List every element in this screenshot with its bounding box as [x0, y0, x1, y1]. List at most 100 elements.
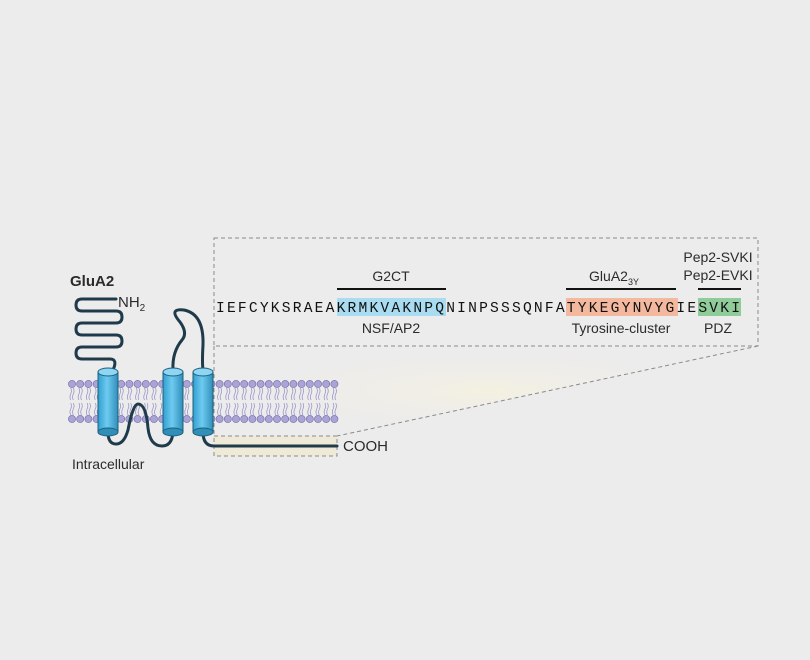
lipid-head	[273, 415, 281, 423]
helix-m4	[192, 367, 214, 437]
pep2-svki-label: Pep2-SVKI	[683, 249, 752, 265]
sequence-zoom-box	[213, 237, 759, 347]
lipid-tail	[315, 402, 318, 416]
lipid-tail	[260, 387, 264, 401]
lipid-tail	[118, 402, 122, 416]
lipid-head	[248, 380, 257, 388]
lipid-tail	[244, 402, 247, 416]
lipid-tail	[318, 402, 321, 416]
lipid-tail	[285, 402, 288, 416]
lipid-head	[133, 415, 142, 423]
lipid-tail	[326, 387, 329, 401]
lipid-tail	[309, 387, 313, 401]
sequence-text: IEFCYKSRAEAKRMKVAKNPQNINPSSSQNFATYKEGYNV…	[216, 301, 740, 317]
lipid-tail	[219, 402, 223, 416]
lipid-tail	[69, 402, 72, 416]
lipid-head	[125, 380, 134, 388]
g2ct-motif: G2CT NSF/AP2	[337, 268, 446, 336]
lipid-head	[314, 380, 322, 388]
lipid-tail	[72, 387, 75, 401]
lipid-head	[68, 415, 76, 423]
lipid-head	[223, 415, 232, 423]
lipid-tail	[301, 387, 305, 401]
lipid-tail	[266, 387, 269, 401]
lipid-head	[240, 415, 249, 423]
lipid-head	[322, 415, 331, 423]
lipid-head	[232, 415, 240, 423]
g2ct-label: G2CT	[372, 268, 410, 284]
lipid-tail	[323, 387, 327, 401]
lipid-tail	[85, 387, 89, 401]
highlight-tyrosine-cluster	[566, 298, 678, 316]
lipid-tail	[318, 387, 321, 401]
lipid-tail	[277, 387, 280, 401]
c-terminus-label: COOH	[343, 438, 388, 455]
lipid-tail	[268, 402, 272, 416]
lipid-tail	[331, 387, 335, 401]
lipid-head	[256, 415, 265, 423]
lipid-tail	[85, 402, 89, 416]
lipid-tail	[334, 387, 337, 401]
lipid-tail	[326, 402, 329, 416]
lipid-tail	[241, 387, 245, 401]
lipid-head	[330, 380, 339, 388]
lipid-head	[273, 380, 281, 388]
pdz-motif: Pep2-SVKI Pep2-EVKI PDZ	[683, 249, 752, 336]
lipid-head	[314, 415, 322, 423]
protein-name: GluA2	[70, 273, 114, 290]
highlight-nsf-ap2	[337, 298, 446, 316]
lipid-tail	[266, 402, 269, 416]
lipid-tail	[236, 387, 239, 401]
lipid-tail	[217, 402, 220, 416]
lipid-tail	[154, 402, 157, 416]
lipid-head	[240, 380, 249, 388]
lipid-tail	[233, 402, 236, 416]
lipid-tail	[293, 387, 296, 401]
lipid-head	[84, 380, 93, 388]
lipid-tail	[290, 387, 294, 401]
lipid-head	[232, 380, 240, 388]
lipid-tail	[219, 387, 223, 401]
lipid-head	[297, 380, 306, 388]
lipid-tail	[80, 387, 83, 401]
lipid-tail	[274, 387, 277, 401]
lipid-tail	[249, 387, 253, 401]
lipid-tail	[184, 402, 187, 416]
lipid-tail	[334, 402, 337, 416]
lipid-tail	[258, 387, 261, 401]
lipid-tail	[244, 387, 247, 401]
lipid-tail	[121, 387, 124, 401]
lipid-tail	[299, 402, 302, 416]
lipid-head	[223, 380, 232, 388]
lipid-tail	[268, 387, 272, 401]
transmembrane-helices	[97, 367, 214, 437]
lipid-tail	[88, 387, 91, 401]
lipid-tail	[285, 387, 288, 401]
glua2-3y-label: GluA23Y	[589, 268, 639, 287]
lipid-head	[248, 415, 257, 423]
lipid-tail	[258, 402, 261, 416]
lipid-tail	[236, 402, 239, 416]
lipid-head	[215, 415, 224, 423]
nsf-ap2-label: NSF/AP2	[362, 320, 421, 336]
lipid-tail	[129, 402, 132, 416]
lipid-tail	[159, 402, 163, 416]
lipid-tail	[225, 402, 228, 416]
lipid-tail	[293, 402, 296, 416]
lipid-tail	[151, 402, 154, 416]
lipid-tail	[252, 387, 255, 401]
lipid-head	[305, 380, 314, 388]
lipid-tail	[184, 387, 187, 401]
tyrosine-motif: GluA23Y Tyrosine-cluster	[566, 268, 676, 336]
pep2-evki-label: Pep2-EVKI	[683, 267, 752, 283]
lipid-tail	[301, 402, 305, 416]
helix-m1	[97, 367, 119, 437]
lipid-tail	[137, 387, 141, 401]
lipid-tail	[126, 387, 130, 401]
lipid-tail	[241, 402, 245, 416]
lipid-head	[150, 415, 158, 423]
lipid-tail	[323, 402, 327, 416]
lipid-head	[133, 380, 142, 388]
lipid-head	[76, 415, 85, 423]
